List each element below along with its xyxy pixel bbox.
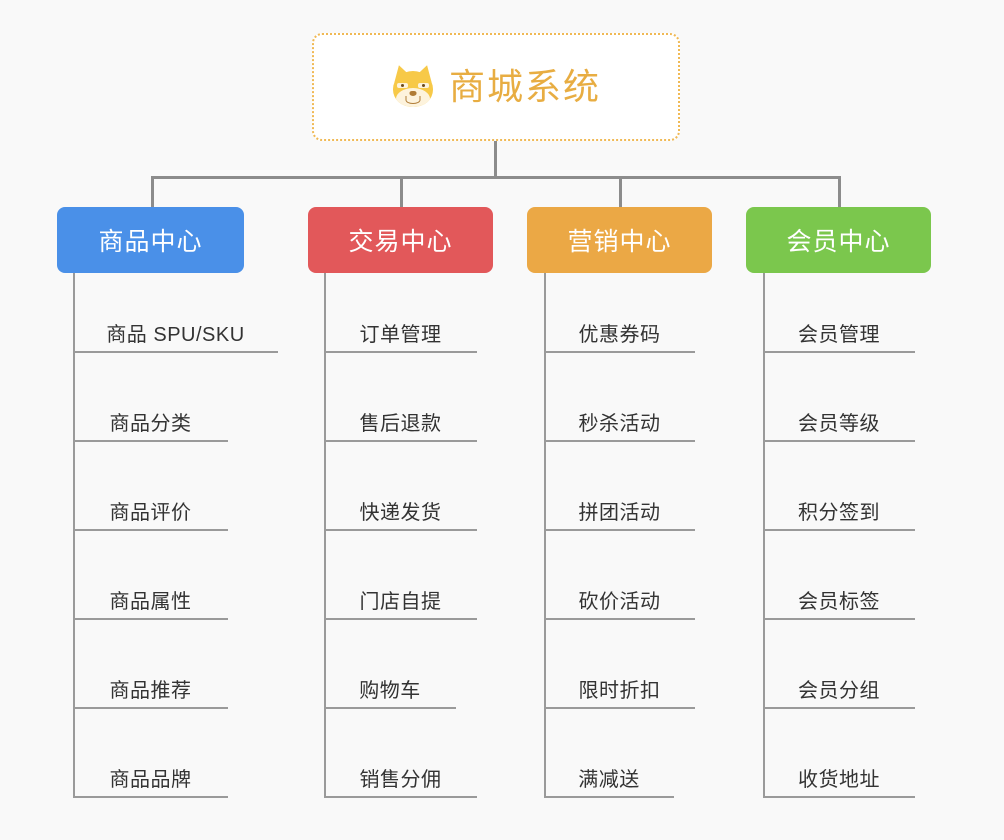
connector-drop-3 <box>619 176 622 209</box>
sub-item[interactable]: 商品 SPU/SKU <box>73 289 278 353</box>
sub-item[interactable]: 商品分类 <box>73 378 228 442</box>
sub-item[interactable]: 商品品牌 <box>73 734 228 798</box>
sub-item-label: 会员分组 <box>798 680 880 702</box>
sub-item-label: 快递发货 <box>359 502 442 524</box>
category-box-4[interactable]: 会员中心 <box>746 207 931 273</box>
sub-item[interactable]: 优惠券码 <box>544 289 695 353</box>
sub-item-label: 拼团活动 <box>578 502 661 524</box>
sub-item[interactable]: 会员标签 <box>763 556 915 620</box>
sub-item[interactable]: 商品推荐 <box>73 645 228 709</box>
sub-item[interactable]: 会员等级 <box>763 378 915 442</box>
sub-item-label: 会员等级 <box>798 413 880 435</box>
sub-item[interactable]: 秒杀活动 <box>544 378 695 442</box>
column-spine-3 <box>544 273 546 798</box>
sub-item[interactable]: 拼团活动 <box>544 467 695 531</box>
sub-item-label: 优惠券码 <box>578 324 661 346</box>
connector-drop-2 <box>400 176 403 209</box>
sub-item-label: 满减送 <box>578 769 640 791</box>
sub-item-label: 商品推荐 <box>109 680 192 702</box>
sub-item[interactable]: 快递发货 <box>324 467 477 531</box>
sub-item-label: 销售分佣 <box>359 769 442 791</box>
sub-item[interactable]: 积分签到 <box>763 467 915 531</box>
category-box-1[interactable]: 商品中心 <box>57 207 244 273</box>
category-label: 营销中心 <box>567 228 672 256</box>
sub-item[interactable]: 商品评价 <box>73 467 228 531</box>
sub-item-label: 会员管理 <box>798 324 880 346</box>
category-box-3[interactable]: 营销中心 <box>527 207 712 273</box>
category-label: 会员中心 <box>786 228 891 256</box>
sub-item[interactable]: 售后退款 <box>324 378 477 442</box>
sub-item-label: 会员标签 <box>798 591 880 613</box>
category-box-2[interactable]: 交易中心 <box>308 207 493 273</box>
connector-drop-1 <box>151 176 154 209</box>
sub-item[interactable]: 订单管理 <box>324 289 477 353</box>
sub-item[interactable]: 满减送 <box>544 734 674 798</box>
root-node-title: 商城系统 <box>448 66 601 107</box>
sub-item-label: 售后退款 <box>359 413 442 435</box>
sub-item[interactable]: 限时折扣 <box>544 645 695 709</box>
shiba-inu-dog-icon <box>390 62 436 109</box>
sub-item[interactable]: 砍价活动 <box>544 556 695 620</box>
sub-item-label: 商品分类 <box>109 413 192 435</box>
column-spine-4 <box>763 273 765 798</box>
sub-item-label: 商品 SPU/SKU <box>106 324 245 346</box>
sub-item-label: 商品评价 <box>109 502 192 524</box>
connector-horizontal-bus <box>151 176 841 179</box>
sub-item-label: 订单管理 <box>359 324 442 346</box>
sub-item-label: 限时折扣 <box>578 680 661 702</box>
sub-item-label: 收货地址 <box>798 769 880 791</box>
sub-item-label: 商品品牌 <box>109 769 192 791</box>
sub-item-label: 砍价活动 <box>578 591 661 613</box>
sub-item-label: 积分签到 <box>798 502 880 524</box>
column-spine-1 <box>73 273 75 798</box>
connector-drop-4 <box>838 176 841 209</box>
sub-item[interactable]: 商品属性 <box>73 556 228 620</box>
connector-root-stem <box>494 141 497 178</box>
sub-item[interactable]: 购物车 <box>324 645 456 709</box>
category-label: 交易中心 <box>348 228 453 256</box>
sub-item-label: 商品属性 <box>109 591 192 613</box>
sub-item[interactable]: 销售分佣 <box>324 734 477 798</box>
column-spine-2 <box>324 273 326 798</box>
sub-item[interactable]: 收货地址 <box>763 734 915 798</box>
sub-item-label: 门店自提 <box>359 591 442 613</box>
sub-item-label: 购物车 <box>359 680 421 702</box>
sub-item[interactable]: 会员管理 <box>763 289 915 353</box>
category-label: 商品中心 <box>98 228 203 256</box>
sub-item[interactable]: 门店自提 <box>324 556 477 620</box>
sub-item[interactable]: 会员分组 <box>763 645 915 709</box>
sub-item-label: 秒杀活动 <box>578 413 661 435</box>
root-node-mall-system[interactable]: 商城系统 <box>312 33 680 141</box>
